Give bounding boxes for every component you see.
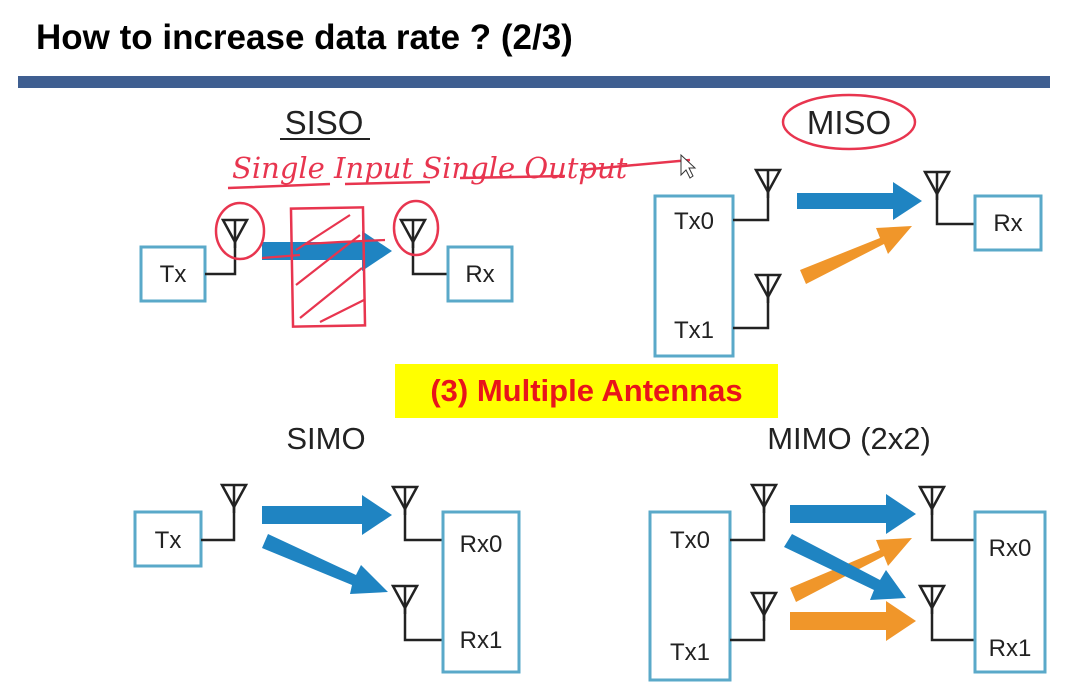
mimo-rx1-label: Rx1 bbox=[989, 635, 1032, 662]
simo-heading: SIMO bbox=[286, 421, 365, 456]
mimo-rx1-feed bbox=[930, 606, 975, 642]
title-rule bbox=[18, 76, 1050, 88]
miso-tx-box bbox=[653, 194, 735, 358]
mimo-tx1-label: Tx1 bbox=[670, 639, 710, 666]
mimo-diagram: MIMO (2x2) Tx0 Tx1 Rx0 Rx1 bbox=[648, 421, 1047, 682]
siso-arrow bbox=[262, 231, 392, 271]
mimo-tx0-label: Tx0 bbox=[670, 527, 710, 554]
siso-diagram: SISO Tx Rx Single Input Single Output bbox=[139, 93, 917, 328]
miso-diagram: MISO Tx0 Tx1 Rx bbox=[653, 104, 1043, 358]
miso-tx0-feed bbox=[733, 190, 770, 222]
tx-antenna-circle bbox=[214, 201, 266, 261]
miso-tx1-label: Tx1 bbox=[674, 317, 714, 344]
miso-heading: MISO bbox=[807, 104, 891, 141]
mimo-rx0-feed bbox=[930, 507, 975, 542]
simo-arrow-rx0 bbox=[262, 495, 392, 535]
siso-annotation: Single Input Single Output bbox=[214, 93, 917, 328]
mimo-arrow-tx0-rx0 bbox=[790, 494, 916, 534]
mimo-tx-box bbox=[648, 510, 732, 682]
simo-rx1-feed bbox=[403, 606, 443, 642]
mimo-rx-box bbox=[973, 510, 1047, 674]
simo-arrow-rx1 bbox=[262, 534, 388, 594]
siso-rx-label: Rx bbox=[465, 261, 494, 288]
simo-tx-feed bbox=[201, 505, 236, 542]
simo-rx0-label: Rx0 bbox=[460, 531, 503, 558]
miso-rx-label: Rx bbox=[993, 210, 1022, 237]
mimo-rx0-label: Rx0 bbox=[989, 535, 1032, 562]
rx-antenna-circle bbox=[392, 199, 440, 257]
mimo-arrow-tx0-rx1 bbox=[784, 534, 906, 600]
multiple-antennas-badge: (3) Multiple Antennas bbox=[395, 364, 778, 418]
simo-tx-box bbox=[133, 510, 203, 568]
mimo-heading: MIMO (2x2) bbox=[767, 421, 931, 456]
siso-tx-feed bbox=[205, 240, 237, 276]
miso-tx0-antenna-icon bbox=[754, 168, 782, 200]
miso-arrow-tx1 bbox=[800, 226, 912, 284]
mimo-tx0-feed bbox=[730, 505, 766, 542]
channel-box-scribble bbox=[289, 206, 367, 328]
mimo-tx1-antenna-icon bbox=[750, 591, 778, 623]
simo-diagram: SIMO Tx Rx0 Rx1 bbox=[133, 421, 521, 674]
simo-tx-label: Tx bbox=[155, 527, 182, 554]
siso-rx-box bbox=[446, 245, 514, 303]
siso-heading: SISO bbox=[285, 104, 364, 141]
siso-tx-label: Tx bbox=[160, 261, 187, 288]
miso-tx1-feed bbox=[733, 295, 770, 330]
simo-tx-antenna-icon bbox=[220, 483, 248, 515]
siso-tx-antenna-icon bbox=[221, 218, 249, 250]
miso-heading-circle bbox=[781, 93, 917, 151]
mouse-cursor-icon bbox=[680, 153, 697, 179]
annotation-underline bbox=[227, 158, 691, 190]
slide-title: How to increase data rate ? (2/3) bbox=[36, 18, 573, 57]
siso-rx-feed bbox=[411, 240, 448, 276]
simo-rx1-label: Rx1 bbox=[460, 627, 503, 654]
channel-hatching bbox=[261, 214, 386, 323]
miso-rx-feed bbox=[935, 192, 975, 226]
siso-annotation-text: Single Input Single Output bbox=[232, 151, 628, 185]
mimo-tx1-feed bbox=[730, 613, 766, 642]
miso-rx-box bbox=[973, 194, 1043, 252]
simo-rx-box bbox=[441, 510, 521, 674]
mimo-arrow-tx1-rx1 bbox=[790, 601, 916, 641]
mimo-tx0-antenna-icon bbox=[750, 483, 778, 515]
miso-tx1-antenna-icon bbox=[754, 273, 782, 305]
miso-arrow-tx0 bbox=[797, 182, 922, 220]
siso-tx-box bbox=[139, 245, 207, 303]
miso-tx0-label: Tx0 bbox=[674, 208, 714, 235]
simo-rx0-feed bbox=[403, 507, 443, 542]
